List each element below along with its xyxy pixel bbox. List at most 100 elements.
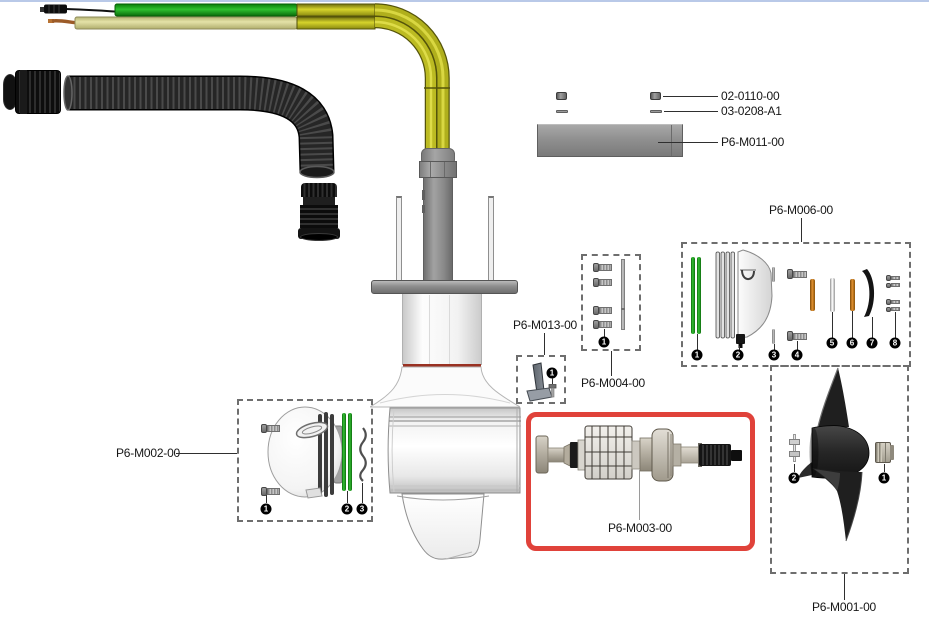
upper-housing-graphic: [402, 294, 482, 365]
seal-ring-graphic: [810, 279, 815, 311]
screw-graphic: [261, 487, 280, 496]
screw-graphic: [593, 278, 612, 287]
callout-leader: [739, 346, 740, 351]
clamp-plate-graphic: [537, 124, 683, 157]
leader-line: [639, 470, 640, 520]
part-label-stator-kit: P6-M006-00: [768, 203, 834, 217]
screw-graphic: [886, 275, 900, 281]
hex-facet-line: [444, 162, 445, 177]
screw-head: [261, 487, 267, 496]
callout-leader: [832, 312, 833, 338]
connector-opening: [300, 233, 338, 241]
pin-cap: [789, 439, 800, 445]
part-label-screw-kit: P6-M004-00: [580, 376, 646, 390]
leader-line: [844, 574, 845, 600]
callout-leader: [697, 334, 698, 350]
callout-leader: [895, 312, 896, 338]
callout-2: 2: [341, 503, 353, 515]
housing-panel-line: [429, 295, 430, 364]
callout-leader: [872, 317, 873, 338]
callout-leader: [794, 464, 795, 472]
nut-knurl: [876, 443, 882, 462]
callout-3: 3: [768, 349, 780, 361]
screw-graphic: [787, 269, 807, 279]
callout-leader: [266, 495, 267, 503]
motor-body-graphic: [387, 407, 521, 494]
washer-graphic: [650, 110, 662, 113]
cable-gland-cap: [421, 148, 455, 162]
screw-head: [593, 278, 599, 287]
part-label-washer-set: 03-0208-A1: [721, 104, 782, 118]
screw-graphic: [886, 282, 900, 288]
plug-collar: [20, 70, 27, 114]
dashed-box-propeller-kit: [770, 365, 909, 574]
screw-shaft: [599, 307, 612, 314]
shaft-rod-graphic: [621, 259, 625, 330]
seal-strip-graphic: [691, 257, 695, 334]
part-label-anode-bracket: P6-M013-00: [512, 318, 578, 332]
connector-ribs: [300, 205, 338, 228]
plug-connector-graphic: [3, 68, 63, 116]
screw-head: [593, 320, 599, 329]
top-edge-line: [0, 0, 929, 2]
callout-1: 1: [546, 367, 558, 379]
seal-strip-graphic: [342, 413, 346, 491]
callout-4: 4: [791, 349, 803, 361]
hose-connector-graphic: [298, 183, 340, 241]
part-label-rotor: P6-M003-00: [607, 521, 673, 535]
screw-graphic: [787, 331, 807, 341]
screw-graphic: [261, 424, 280, 433]
retaining-ring-graphic: [862, 269, 875, 317]
leader-line: [176, 453, 237, 454]
screw-shaft: [599, 321, 612, 328]
connector-knurl: [301, 183, 337, 197]
dowel-pin-graphic: [772, 329, 775, 344]
prop-nut-graphic: [875, 441, 894, 464]
pin-cap: [789, 451, 800, 457]
end-bell-graphic: [715, 249, 773, 348]
leader-line: [544, 333, 545, 355]
guide-rod-left: [396, 196, 402, 281]
part-label-propeller-kit: P6-M001-00: [811, 600, 877, 614]
screw-shaft: [793, 270, 807, 278]
callout-1: 1: [691, 349, 703, 361]
callout-leader: [852, 311, 853, 338]
screw-head: [261, 424, 267, 433]
callout-5: 5: [826, 337, 838, 349]
callout-leader: [347, 491, 348, 503]
callout-8: 8: [889, 337, 901, 349]
seal-strip-graphic: [348, 413, 352, 491]
screw-graphic: [593, 306, 612, 315]
tube-notch: [422, 190, 425, 200]
screw-shaft: [267, 488, 280, 495]
screw-shaft: [599, 264, 612, 271]
washer-graphic: [556, 110, 568, 113]
leader-line: [658, 142, 718, 143]
callout-leader: [604, 329, 605, 337]
dashed-box-anode-bracket: [516, 355, 566, 404]
hex-facet-line: [430, 162, 431, 177]
mast-tube-graphic: [423, 178, 453, 281]
screw-head: [886, 299, 891, 305]
screw-shaft: [267, 425, 280, 432]
anode-bracket-graphic: [526, 362, 557, 402]
rod-joint-line: [621, 308, 625, 310]
cap-screw-graphic: [556, 92, 567, 100]
screw-head: [593, 263, 599, 272]
plate-edge-line: [671, 125, 672, 156]
drive-pin-graphic: [788, 434, 801, 464]
callout-leader: [884, 464, 885, 472]
screw-head: [886, 306, 891, 312]
leader-line: [611, 351, 612, 376]
seal-ring-graphic: [850, 279, 855, 311]
screw-head: [886, 282, 891, 288]
screw-graphic: [593, 263, 612, 272]
seal-strip-graphic: [697, 257, 701, 334]
gland-hex-nut: [419, 161, 457, 178]
screw-head: [787, 331, 793, 341]
wave-spring-graphic: [359, 427, 367, 482]
callout-3: 3: [356, 503, 368, 515]
screw-head: [787, 269, 793, 279]
mounting-flange-graphic: [371, 280, 518, 294]
